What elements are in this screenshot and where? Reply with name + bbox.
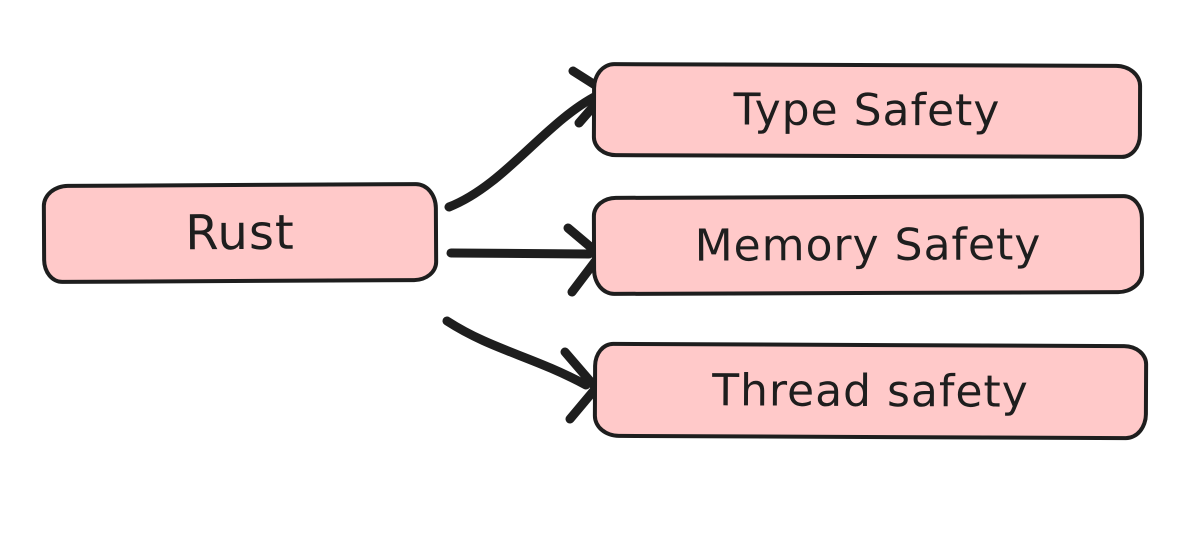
node-type-safety: Type Safety xyxy=(591,62,1143,159)
node-memory-safety-label: Memory Safety xyxy=(694,218,1042,272)
node-rust-label: Rust xyxy=(185,204,295,262)
arrow-rust-to-memory-safety xyxy=(446,223,605,297)
arrow-rust-to-type-safety xyxy=(444,66,611,212)
node-type-safety-label: Type Safety xyxy=(733,84,1001,137)
arrow-rust-to-thread-safety xyxy=(442,316,601,424)
node-thread-safety-label: Thread safety xyxy=(712,364,1029,418)
node-thread-safety: Thread safety xyxy=(592,341,1149,441)
node-rust: Rust xyxy=(41,181,439,285)
node-memory-safety: Memory Safety xyxy=(591,194,1145,296)
